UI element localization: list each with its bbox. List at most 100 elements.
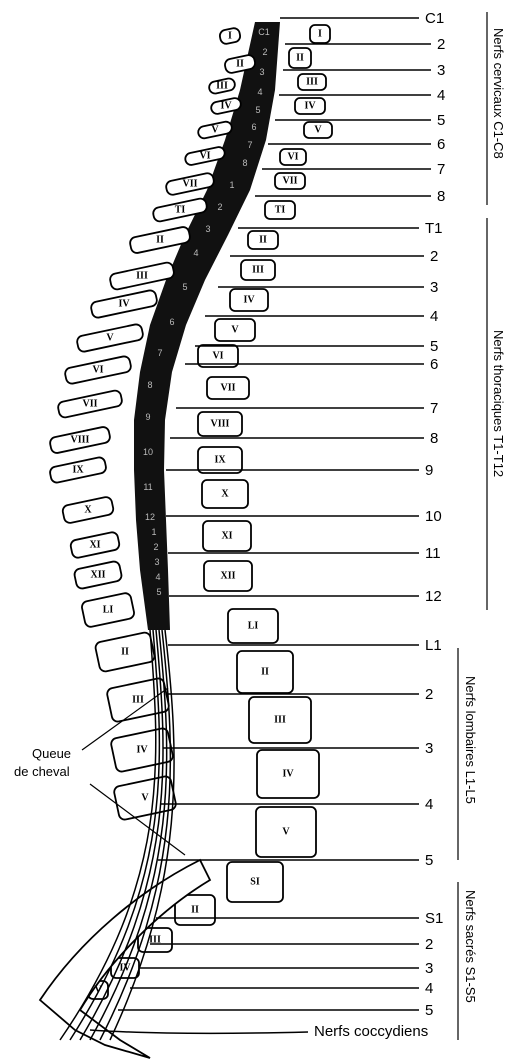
spinous-process-label: VII [82, 398, 97, 409]
sacral-region-label: Nerfs sacrés S1-S5 [463, 890, 478, 1003]
vertebra-label: III [274, 714, 286, 725]
cord-segment-label: 2 [262, 47, 267, 57]
spinous-process-label: LI [103, 604, 114, 615]
spinous-process-label: X [84, 504, 92, 515]
coccygeal-nerve [90, 1030, 308, 1033]
nerve-number-label: 4 [425, 796, 433, 813]
spinous-process-label: VII [182, 178, 197, 189]
nerve-number-label: 2 [425, 686, 433, 703]
cord-segment-label: C1 [258, 27, 270, 37]
nerve-number-label: 5 [437, 112, 445, 129]
spinous-process-label: IX [72, 464, 84, 475]
vertebra-label: V [282, 826, 290, 837]
nerve-number-label: 4 [425, 980, 433, 997]
spinous-process-label: II [236, 58, 244, 69]
cord-segment-label: 3 [259, 67, 264, 77]
cord-segment-label: 2 [217, 202, 222, 212]
cord-segment-label: 8 [147, 380, 152, 390]
spinous-process-label: VIII [71, 434, 90, 445]
vertebra-label: IX [214, 454, 226, 465]
nerve-number-label: 2 [430, 248, 438, 265]
cord-segment-label: 4 [193, 248, 198, 258]
cord-segment-label: 4 [257, 87, 262, 97]
nerve-number-label: 7 [430, 400, 438, 417]
nerve-number-label: 11 [425, 545, 441, 562]
spinous-process-label: V [211, 124, 219, 135]
nerve-number-label: 5 [425, 1002, 433, 1019]
cord-segment-label: 1 [229, 180, 234, 190]
nerve-number-label: C1 [425, 10, 444, 27]
nerve-number-label: T1 [425, 220, 443, 237]
cervical-region-label: Nerfs cervicaux C1-C8 [491, 28, 506, 159]
cord-segment-label: 9 [145, 412, 150, 422]
vertebra-label: III [149, 934, 161, 945]
vertebra-label: XI [221, 530, 232, 541]
cord-segment-label: 8 [242, 158, 247, 168]
nerve-number-label: 3 [425, 960, 433, 977]
spinous-process-label: XII [90, 569, 105, 580]
cord-segment-label: 5 [156, 587, 161, 597]
cord-segment-label: 11 [143, 482, 152, 492]
vertebra-label: X [221, 488, 229, 499]
vertebra-label: VII [282, 175, 297, 186]
nerve-number-label: S1 [425, 910, 443, 927]
vertebra-label: IV [119, 962, 131, 973]
nerve-number-label: 5 [425, 852, 433, 869]
spinous-process-label: III [132, 694, 144, 705]
spinous-process-label: XI [89, 539, 100, 550]
nerve-number-label: 9 [425, 462, 433, 479]
spinous-process-label: II [156, 234, 164, 245]
vertebra-label: VI [287, 151, 298, 162]
cord-segment-label: 5 [255, 105, 260, 115]
spinous-process-label: IV [220, 100, 232, 111]
spinous-process-label: IV [118, 298, 130, 309]
vertebra-label: II [296, 52, 304, 63]
lumbar-region-label: Nerfs lombaires L1-L5 [463, 676, 478, 804]
nerve-number-label: 8 [437, 188, 445, 205]
vertebra-label: SI [250, 876, 260, 887]
vertebra-label: V [231, 324, 239, 335]
cord-segment-label: 12 [145, 512, 155, 522]
nerve-number-label: L1 [425, 637, 442, 654]
vertebra-label: VII [220, 382, 235, 393]
nerve-number-label: 4 [430, 308, 438, 325]
nerve-number-label: 10 [425, 508, 442, 525]
vertebra-label: II [259, 234, 267, 245]
vertebra-label: TI [275, 204, 286, 215]
vertebra-label: V [94, 984, 102, 995]
cord-segment-label: 7 [157, 348, 162, 358]
nerve-number-label: 8 [430, 430, 438, 447]
spinous-process-label: IV [136, 744, 148, 755]
vertebra-label: IV [243, 294, 255, 305]
vertebra-label: II [191, 904, 199, 915]
cauda-equina-label-line1: Queue [32, 746, 71, 761]
nerve-number-label: 6 [430, 356, 438, 373]
nerve-number-label: 12 [425, 588, 442, 605]
spinous-process-label: I [228, 30, 232, 41]
cord-segment-label: 7 [247, 140, 252, 150]
vertebra-label: IV [304, 100, 316, 111]
cord-segment-label: 2 [153, 542, 158, 552]
spinous-process-label: VI [92, 364, 103, 375]
cord-segment-label: 6 [251, 122, 256, 132]
nerve-number-label: 3 [425, 740, 433, 757]
cord-segment-label: 1 [151, 527, 156, 537]
cord-segment-label: 4 [155, 572, 160, 582]
cord-segment-label: 5 [182, 282, 187, 292]
nerve-number-label: 4 [437, 87, 445, 104]
spinous-process-label: III [216, 80, 228, 91]
vertebra-label: III [252, 264, 264, 275]
vertebra-label: IV [282, 768, 294, 779]
nerve-number-label: 6 [437, 136, 445, 153]
spinous-process-label: VI [199, 150, 210, 161]
vertebra-label: V [314, 124, 322, 135]
vertebra-label: XII [220, 570, 235, 581]
cord-segment-label: 6 [169, 317, 174, 327]
nerve-number-label: 7 [437, 161, 445, 178]
thoracic-region-label: Nerfs thoraciques T1-T12 [491, 330, 506, 477]
cauda-equina-label-line2: de cheval [14, 764, 70, 779]
vertebra-label: III [306, 76, 318, 87]
spinous-process-label: V [106, 332, 114, 343]
nerve-number-label: 2 [425, 936, 433, 953]
